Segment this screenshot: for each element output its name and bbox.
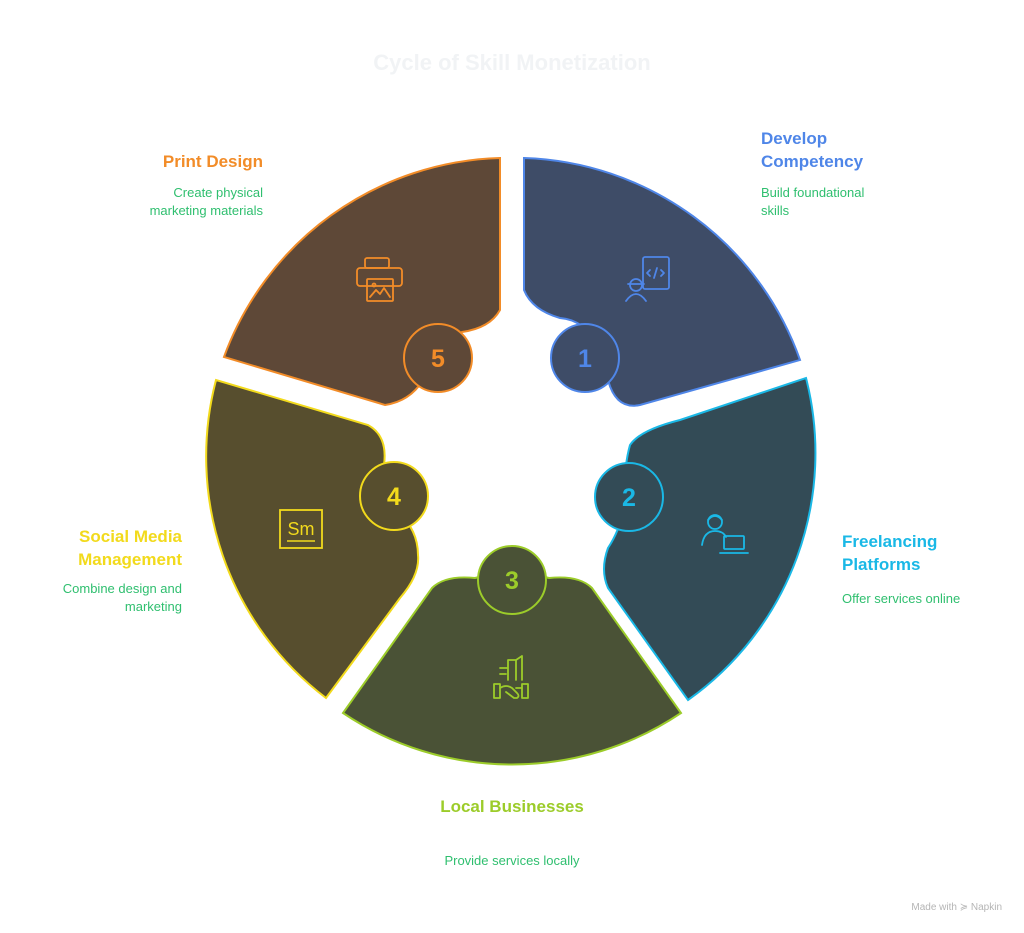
step-number-2: 2 (622, 484, 636, 512)
step-circle-3: 3 (477, 545, 547, 615)
step-circle-2: 2 (594, 462, 664, 532)
step-title-3: Local Businesses (440, 797, 584, 816)
step-number-4: 4 (387, 483, 401, 511)
social-media-sm-icon: Sm (279, 509, 323, 549)
step-desc-3: Provide services locally (444, 853, 580, 868)
diagram-title: Cycle of Skill Monetization (373, 50, 651, 75)
step-title-1: Develop Competency (761, 129, 864, 171)
step-desc-2: Offer services online (842, 591, 961, 606)
step-desc-4: Combine design and marketing (62, 581, 182, 614)
step-circle-5: 5 (403, 323, 473, 393)
step-number-1: 1 (578, 345, 592, 373)
step-number-3: 3 (505, 567, 519, 595)
business-handshake-icon (493, 655, 529, 699)
step-title-4: Social Media Management (78, 527, 182, 569)
step-circle-4: 4 (359, 461, 429, 531)
segment-4 (205, 378, 420, 700)
segment-3 (341, 572, 683, 766)
printer-icon (356, 257, 403, 302)
segment-2 (603, 376, 817, 702)
step-title-5: Print Design (162, 152, 263, 171)
napkin-watermark: Made with ≽ Napkin (911, 902, 1002, 913)
step-number-5: 5 (431, 345, 445, 373)
step-desc-5: Create physical marketing materials (149, 185, 263, 218)
step-circle-1: 1 (550, 323, 620, 393)
developer-code-icon (625, 256, 670, 302)
svg-text:Sm: Sm (288, 519, 315, 539)
segment-1 (523, 156, 802, 407)
freelancer-laptop-icon (701, 514, 749, 554)
step-title-2: Freelancing Platforms (842, 532, 938, 574)
step-desc-1: Build foundational skills (761, 185, 865, 218)
